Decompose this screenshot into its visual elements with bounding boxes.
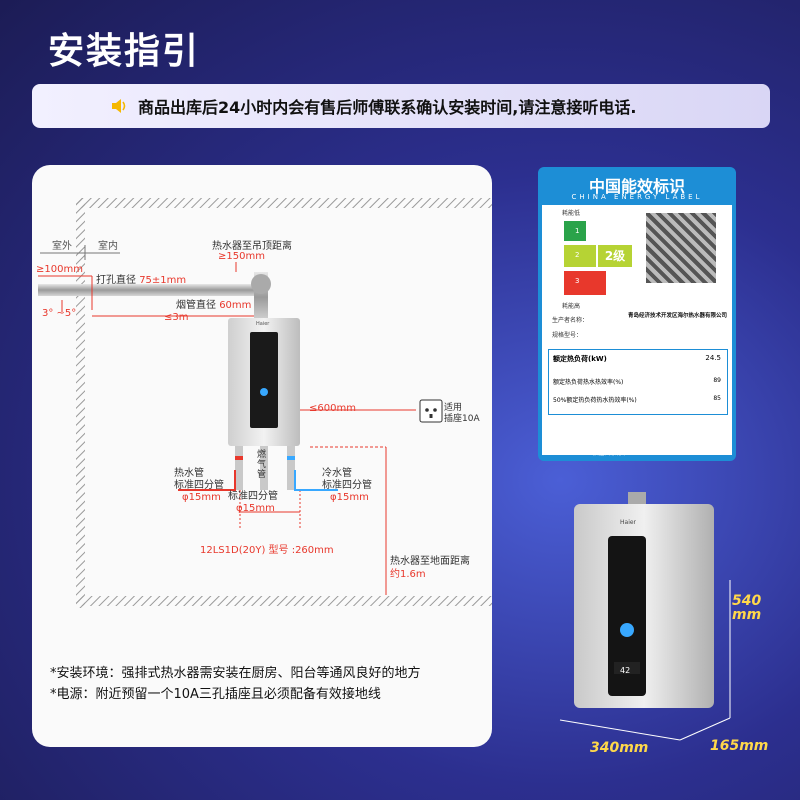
ceiling-value: ≥150mm	[218, 251, 265, 262]
notice-banner: 商品出库后24小时内会有售后师傅联系确认安装时间,请注意接听电话.	[32, 84, 770, 128]
model-note: 12LS1D(20Y) 型号 :260mm	[200, 545, 334, 556]
socket-icon	[419, 399, 443, 423]
wall-gap-value: ≥100mm	[36, 264, 83, 275]
energy-grade-badge: 2级	[598, 245, 632, 267]
hole-diameter: 打孔直径 75±1mm	[96, 275, 187, 286]
energy-label-subtitle: CHINA ENERGY LABEL	[571, 193, 703, 201]
outdoor-label: 室外	[52, 241, 72, 252]
energy-table: 额定热负荷(kW) 24.5 额定热负荷热水热效率(%) 89 50%额定热负荷…	[548, 349, 728, 415]
producer-value: 青岛经济技术开发区海尔热水器有限公司	[628, 313, 728, 319]
installation-diagram	[38, 198, 492, 608]
installation-diagram-card: 室外 室内 热水器至吊顶距离 ≥150mm ≥100mm 打孔直径 75±1mm…	[32, 165, 492, 747]
slope-value: 3° ~5°	[42, 308, 77, 319]
energy-low-label: 耗能低	[562, 210, 581, 217]
floor-wall	[76, 596, 492, 606]
height-dimension: 540 mm	[732, 593, 762, 623]
product-display: 42	[620, 666, 631, 675]
row-value: 89	[713, 377, 721, 384]
row-label: 50%额定热负荷热水热效率(%)	[553, 397, 637, 404]
depth-dimension: 165mm	[710, 738, 769, 754]
energy-grade-bars	[564, 221, 606, 295]
energy-high-label: 耗能高	[562, 303, 581, 310]
heater-brand: Haier	[256, 321, 270, 327]
energy-label-title: 中国能效标识	[588, 177, 685, 196]
product-brand: Haier	[620, 519, 637, 526]
notice-text: 商品出库后24小时内会有售后师傅联系确认安装时间,请注意接听电话.	[138, 98, 637, 117]
speaker-icon	[112, 99, 126, 113]
grade-2: 2	[575, 251, 580, 259]
energy-label-body: 耗能低 1 2 3 2级 耗能高 生产者名称： 青岛经济技术开发区海尔热水器有限…	[542, 205, 732, 455]
ceiling-label: 热水器至吊顶距离	[212, 241, 292, 252]
product-image: Haier 42	[540, 490, 780, 780]
row-value: 24.5	[705, 354, 721, 362]
grade-3: 3	[575, 277, 580, 285]
note-power: *电源：附近预留一个10A三孔插座且必须配备有效接地线	[50, 687, 381, 702]
page-title: 安装指引	[48, 31, 201, 72]
gas-pipe-label: 燃 气 管	[257, 450, 267, 480]
note-environment: *安装环境：强排式热水器需安装在厨房、阳台等通风良好的地方	[50, 666, 421, 681]
producer-label: 生产者名称：	[552, 317, 589, 324]
model-label: 规格型号：	[552, 332, 583, 339]
ceiling-wall	[76, 198, 492, 208]
side-wall	[76, 198, 85, 608]
flue-diameter: 烟管直径 60mm	[176, 300, 252, 311]
qr-code	[646, 213, 716, 283]
floor-distance: 热水器至地面距离约1.6m	[390, 556, 470, 580]
grade-1: 1	[575, 227, 580, 235]
indoor-label: 室内	[98, 241, 118, 252]
water-heater-illustration	[559, 492, 731, 741]
flue-pipe	[38, 284, 260, 296]
socket-label: 适用 插座10A	[444, 403, 480, 424]
energy-standard: 依据国家标准：GB 20665-2015	[592, 450, 682, 457]
row-value: 85	[713, 395, 721, 402]
energy-label: 中国能效标识 CHINA ENERGY LABEL 耗能低 1 2 3 2级 耗…	[538, 167, 736, 461]
row-label: 额定热负荷(kW)	[553, 355, 607, 363]
width-dimension: 340mm	[590, 740, 649, 756]
row-label: 额定热负荷热水热效率(%)	[553, 379, 624, 386]
flue-length: ≤3m	[164, 312, 189, 323]
socket-distance: ≤600mm	[309, 403, 356, 414]
